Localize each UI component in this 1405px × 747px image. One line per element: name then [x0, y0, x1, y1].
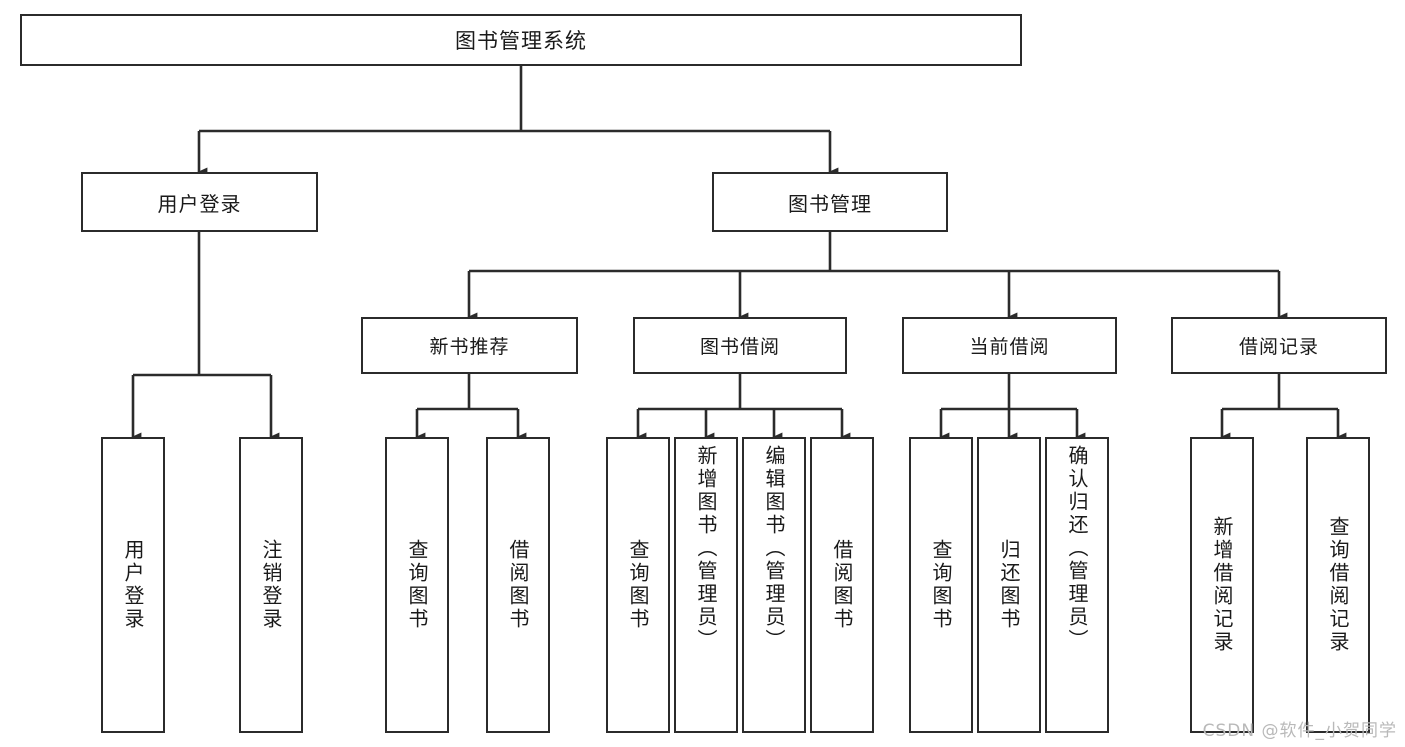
node-book-borrow-label: 图书借阅 [699, 336, 780, 358]
node-leaf-query-book-1-label: 查询图书 [405, 539, 429, 631]
node-leaf-borrow-book-1-label: 借阅图书 [506, 539, 530, 631]
node-leaf-borrow-book-2-label: 借阅图书 [830, 539, 854, 631]
node-leaf-add-record[interactable]: 新增借阅记录 [1190, 437, 1254, 733]
node-leaf-add-book[interactable]: 新增图书（管理员） [674, 437, 738, 733]
node-leaf-query-record-label: 查询借阅记录 [1326, 516, 1350, 654]
node-leaf-query-book-3[interactable]: 查询图书 [909, 437, 973, 733]
node-leaf-query-book-3-label: 查询图书 [929, 539, 953, 631]
node-leaf-confirm-return[interactable]: 确认归还（管理员） [1045, 437, 1109, 733]
node-new-book-rec[interactable]: 新书推荐 [361, 317, 578, 374]
node-root[interactable]: 图书管理系统 [20, 14, 1022, 66]
node-leaf-edit-book[interactable]: 编辑图书（管理员） [742, 437, 806, 733]
node-leaf-return-book[interactable]: 归还图书 [977, 437, 1041, 733]
node-root-label: 图书管理系统 [455, 29, 587, 53]
node-leaf-query-book-1[interactable]: 查询图书 [385, 437, 449, 733]
node-leaf-query-record[interactable]: 查询借阅记录 [1306, 437, 1370, 733]
node-leaf-add-book-label: 新增图书（管理员） [694, 445, 718, 652]
node-current-borrow[interactable]: 当前借阅 [902, 317, 1117, 374]
node-borrow-record[interactable]: 借阅记录 [1171, 317, 1387, 374]
node-leaf-logout[interactable]: 注销登录 [239, 437, 303, 733]
csdn-watermark: CSDN @软件_小贺同学 [1202, 721, 1397, 741]
node-book-manage[interactable]: 图书管理 [712, 172, 948, 232]
node-current-borrow-label: 当前借阅 [969, 336, 1050, 358]
node-leaf-edit-book-label: 编辑图书（管理员） [762, 445, 786, 652]
node-leaf-query-book-2-label: 查询图书 [626, 539, 650, 631]
node-leaf-user-login[interactable]: 用户登录 [101, 437, 165, 733]
node-leaf-borrow-book-2[interactable]: 借阅图书 [810, 437, 874, 733]
node-leaf-user-login-label: 用户登录 [121, 539, 145, 631]
node-leaf-return-book-label: 归还图书 [997, 539, 1021, 631]
node-leaf-borrow-book-1[interactable]: 借阅图书 [486, 437, 550, 733]
node-leaf-confirm-return-label: 确认归还（管理员） [1065, 445, 1089, 652]
node-leaf-logout-label: 注销登录 [259, 539, 283, 631]
node-leaf-add-record-label: 新增借阅记录 [1210, 516, 1234, 654]
node-book-manage-label: 图书管理 [788, 191, 872, 216]
node-book-borrow[interactable]: 图书借阅 [633, 317, 847, 374]
node-leaf-query-book-2[interactable]: 查询图书 [606, 437, 670, 733]
node-borrow-record-label: 借阅记录 [1238, 336, 1319, 358]
node-user-login[interactable]: 用户登录 [81, 172, 318, 232]
node-new-book-rec-label: 新书推荐 [429, 336, 510, 358]
node-user-login-label: 用户登录 [157, 191, 242, 216]
